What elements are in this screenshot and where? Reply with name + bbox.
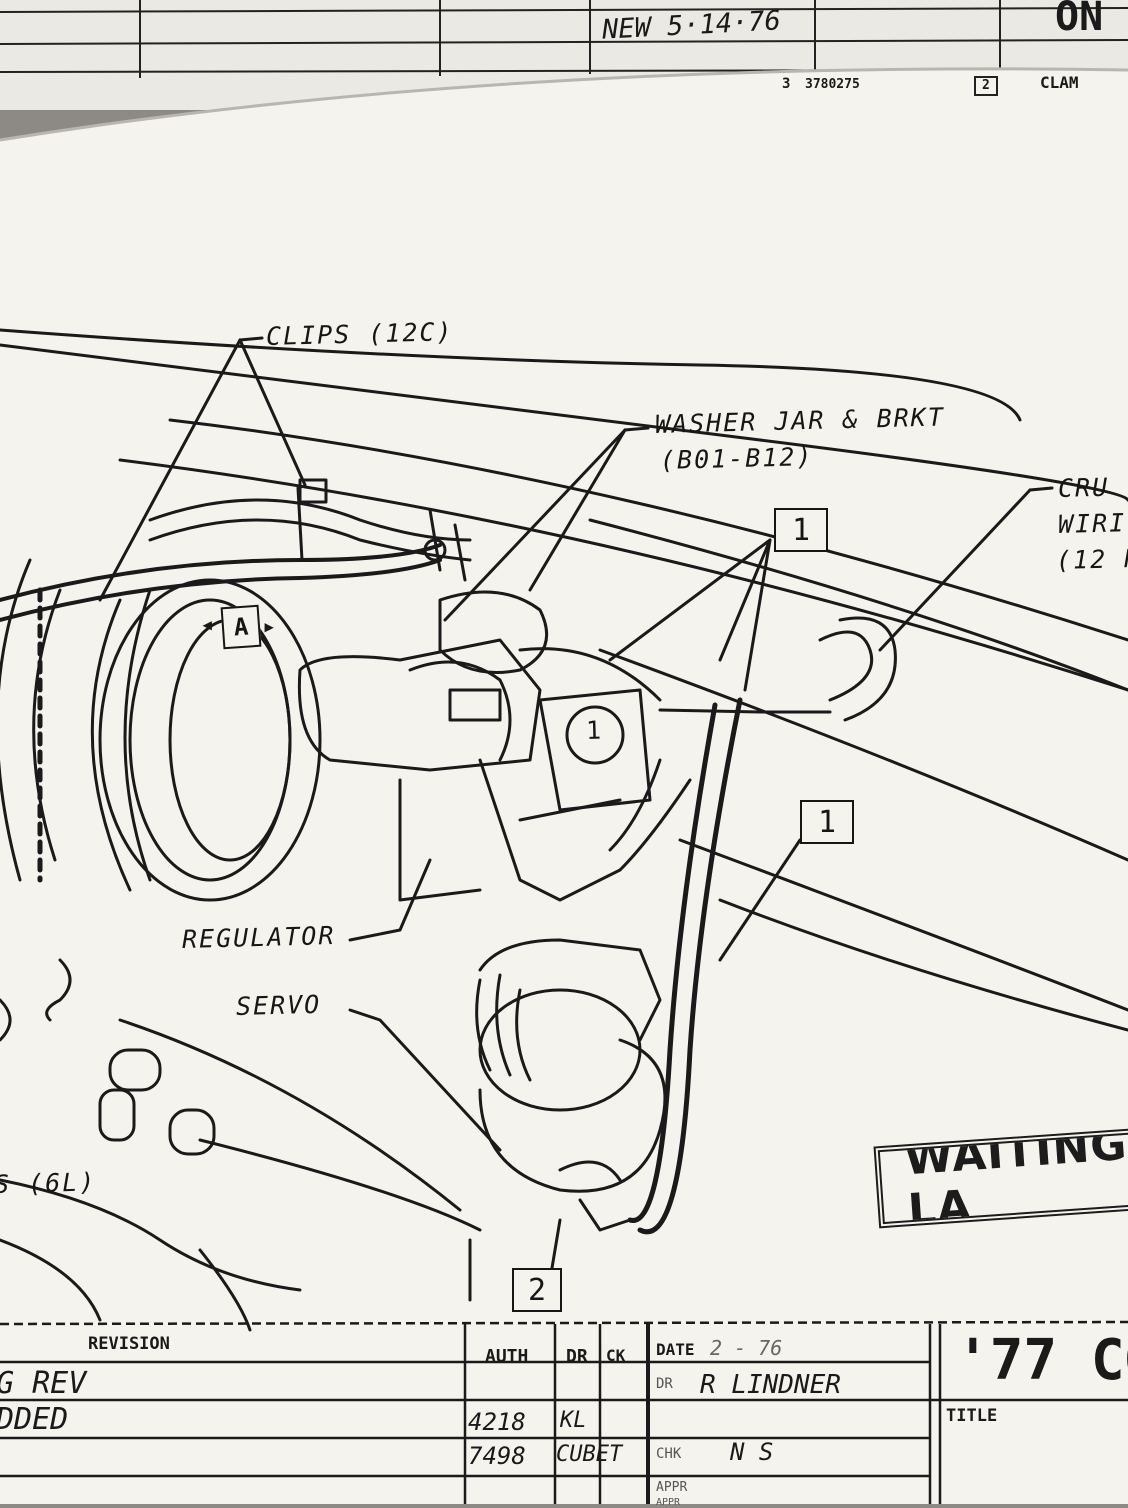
label-regulator: REGULATOR	[181, 920, 336, 954]
top-sheet-clamp-text: CLAM	[1040, 73, 1079, 92]
chk-label: CHK	[656, 1446, 682, 1462]
callout-box-middle: 1	[800, 800, 854, 844]
dr-header: DR	[566, 1346, 588, 1367]
appr-label: APPR	[656, 1480, 688, 1495]
view-marker-right-arrow-icon: ▸	[262, 612, 277, 640]
revision-header: REVISION	[88, 1334, 170, 1354]
chk-value: N S	[730, 1438, 774, 1466]
label-cruise-line2: WIRI	[1057, 508, 1127, 539]
date-label: DATE	[656, 1340, 695, 1359]
appr2-label: APPR	[656, 1497, 681, 1508]
revision-row-2: DDED	[0, 1402, 69, 1437]
date-value: 2 - 76	[710, 1336, 783, 1360]
label-regulator-callout: 1	[585, 715, 604, 745]
auth-entry-2: 7498	[468, 1442, 526, 1470]
label-left-partial: S (6L)	[0, 1167, 97, 1199]
auth-entry-1: 4218	[468, 1408, 526, 1436]
dr-entry-2: CUBET	[556, 1442, 623, 1467]
label-cruise-line3: (12 H	[1055, 543, 1128, 575]
view-marker-left-arrow-icon: ◂	[200, 610, 215, 638]
title-label: TITLE	[946, 1406, 998, 1426]
drafter-label: DR	[656, 1376, 673, 1392]
revision-row-1: G REV	[0, 1366, 87, 1401]
callout-box-upper: 1	[774, 508, 828, 552]
top-sheet-clamp-box: 2	[974, 76, 998, 96]
top-sheet-part-number: 3780275	[805, 77, 860, 92]
label-clips: CLIPS (12C)	[265, 317, 454, 351]
drafter-name: R LINDNER	[700, 1370, 841, 1400]
ck-header: CK	[606, 1346, 626, 1365]
view-marker-a: A	[220, 604, 262, 650]
top-sheet-callout-number: 3	[782, 76, 791, 92]
dr-entry-1: KL	[560, 1408, 587, 1433]
callout-box-lower: 2	[512, 1268, 562, 1312]
label-cruise-line1: CRU	[1057, 472, 1110, 503]
auth-header: AUTH	[485, 1346, 529, 1367]
top-sheet-corner-text: ON	[1055, 0, 1104, 40]
label-washer-jar-code: (B01-B12)	[659, 441, 814, 475]
model-year: '77 CO	[956, 1328, 1128, 1393]
label-servo: SERVO	[235, 989, 322, 1021]
